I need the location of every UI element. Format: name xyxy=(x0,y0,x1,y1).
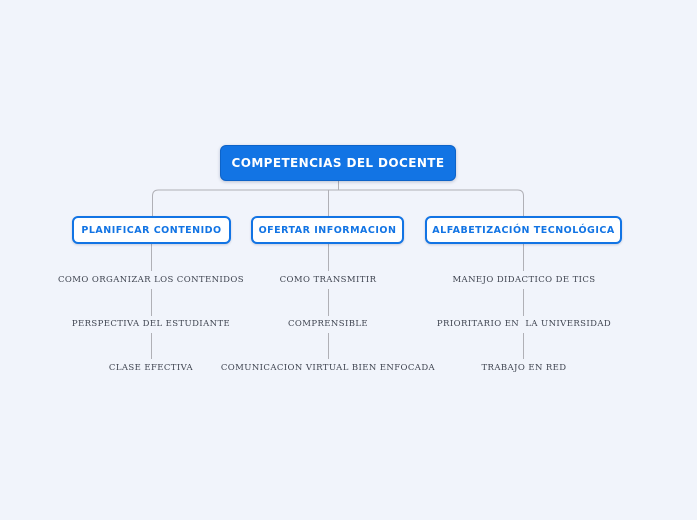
leaf-node[interactable]: CLASE EFECTIVA xyxy=(108,363,194,373)
leaf-node[interactable]: COMUNICACION VIRTUAL BIEN ENFOCADA xyxy=(220,363,436,373)
root-node-label: COMPETENCIAS DEL DOCENTE xyxy=(231,156,445,170)
leaf-node[interactable]: TRABAJO EN RED xyxy=(481,363,567,373)
leaf-node[interactable]: COMO TRANSMITIR xyxy=(279,275,377,285)
leaf-node[interactable]: COMPRENSIBLE xyxy=(287,319,368,329)
branch-node-planificar-contenido[interactable]: PLANIFICAR CONTENIDO xyxy=(72,216,231,244)
branch-node-alfabetizacion-tecnologica[interactable]: ALFABETIZACIÓN TECNOLÓGICA xyxy=(425,216,622,244)
leaf-node[interactable]: PRIORITARIO EN LA UNIVERSIDAD xyxy=(436,319,612,329)
branch-node-label: OFERTAR INFORMACION xyxy=(258,224,397,236)
branch-node-ofertar-informacion[interactable]: OFERTAR INFORMACION xyxy=(251,216,404,244)
leaf-node[interactable]: PERSPECTIVA DEL ESTUDIANTE xyxy=(71,319,231,329)
leaf-node[interactable]: MANEJO DIDACTICO DE TICS xyxy=(452,275,596,285)
root-node[interactable]: COMPETENCIAS DEL DOCENTE xyxy=(220,145,456,181)
branch-rail-line xyxy=(152,189,524,216)
branch-node-label: ALFABETIZACIÓN TECNOLÓGICA xyxy=(432,224,615,236)
leaf-node[interactable]: COMO ORGANIZAR LOS CONTENIDOS xyxy=(57,275,244,285)
branch-node-label: PLANIFICAR CONTENIDO xyxy=(81,224,222,236)
